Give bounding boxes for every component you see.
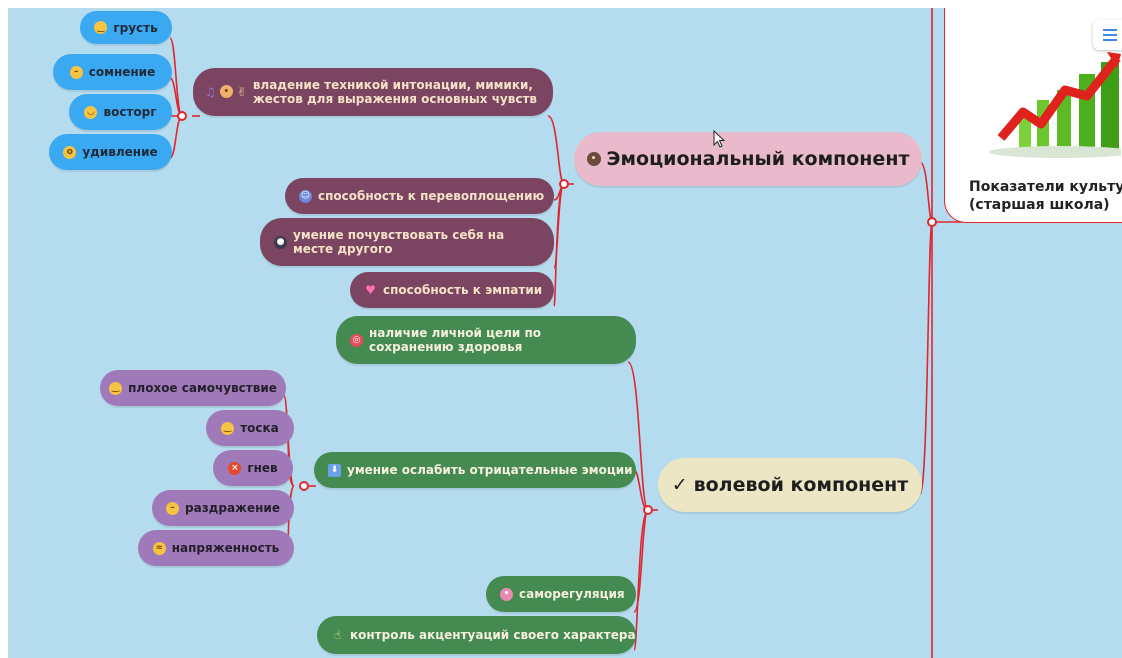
emotional-branch-empathy[interactable]: ♥ способность к эмпатии xyxy=(350,272,554,308)
negative-node-unwell[interactable]: ‿ плохое самочувствие xyxy=(100,370,286,406)
feeling-node-grust[interactable]: ‿ грусть xyxy=(80,11,172,44)
unwell-face-icon: ‿ xyxy=(109,381,123,395)
grin-face-icon: ◡ xyxy=(84,105,98,119)
hamburger-menu-icon[interactable] xyxy=(1093,20,1122,50)
tense-face-icon: ≈ xyxy=(152,541,166,555)
volitional-hub[interactable] xyxy=(643,505,653,515)
target-icon: ◎ xyxy=(350,333,363,347)
negative-node-toska[interactable]: ‿ тоска xyxy=(206,410,294,446)
theater-masks-icon: ☺ xyxy=(299,189,312,203)
person-gesture-icon: • xyxy=(500,587,513,601)
emotional-component-node[interactable]: • Эмоциональный компонент xyxy=(574,132,922,186)
person-face-icon: • xyxy=(219,85,233,98)
volitional-component-node[interactable]: ✓ волевой компонент xyxy=(658,458,922,512)
volitional-branch-weaken-emotions[interactable]: ⬇ умение ослабить отрицательные эмоции xyxy=(314,452,636,488)
angry-face-icon: × xyxy=(228,461,242,475)
person-emoji-icon: • xyxy=(586,152,601,166)
mouse-cursor-icon xyxy=(713,130,726,148)
two-hearts-icon: ♥ xyxy=(365,283,376,297)
down-arrow-icon: ⬇ xyxy=(328,463,341,477)
neutral-face-icon: – xyxy=(69,65,83,79)
emotional-hub[interactable] xyxy=(559,179,569,189)
volitional-branch-self-regulation[interactable]: • саморегуляция xyxy=(486,576,636,612)
mindmap-canvas[interactable]: ‿ грусть – сомнение ◡ восторг o удивлени… xyxy=(8,8,1122,658)
emotional-branch-intonation[interactable]: ♫ • ✌ владение техникой интонации, мимик… xyxy=(193,68,553,116)
volitional-branch-accentuation-control[interactable]: ☝ контроль акцентуаций своего характера xyxy=(317,616,636,654)
pointing-hand-icon: ☝ xyxy=(333,628,342,642)
negative-node-irritation[interactable]: – раздражение xyxy=(152,490,294,526)
emotional-branch-transformation[interactable]: ☺ способность к перевоплощению xyxy=(285,178,554,214)
root-topic-title: Показатели культуры (старшая школа) xyxy=(969,179,1122,213)
feeling-node-udivlenie[interactable]: o удивление xyxy=(49,134,172,170)
feelings-hub[interactable] xyxy=(177,111,187,121)
negative-node-gnev[interactable]: × гнев xyxy=(213,450,293,486)
feeling-node-vostorg[interactable]: ◡ восторг xyxy=(69,94,172,130)
neutral-face-icon: – xyxy=(166,501,180,515)
root-hub[interactable] xyxy=(927,217,937,227)
root-topic-card[interactable]: Показатели культуры (старшая школа) xyxy=(944,8,1122,223)
negative-emotions-hub[interactable] xyxy=(299,481,309,491)
sad-face-icon: ‿ xyxy=(94,21,108,34)
negative-node-tension[interactable]: ≈ напряженность xyxy=(138,530,294,566)
sad-face-icon: ‿ xyxy=(221,421,235,435)
emotional-branch-empathize-other[interactable]: ● умение почувствовать себя на месте дру… xyxy=(260,218,554,266)
victory-hand-icon: ✌ xyxy=(236,85,247,99)
volitional-branch-health-goal[interactable]: ◎ наличие личной цели по сохранению здор… xyxy=(336,316,636,364)
check-mark-icon: ✓ xyxy=(671,474,688,496)
silhouette-icon: ● xyxy=(274,235,287,249)
music-note-icon: ♫ xyxy=(205,85,216,99)
surprised-face-icon: o xyxy=(63,145,77,159)
feeling-node-somnenie[interactable]: – сомнение xyxy=(53,54,172,90)
growth-chart-image-icon xyxy=(989,52,1121,158)
